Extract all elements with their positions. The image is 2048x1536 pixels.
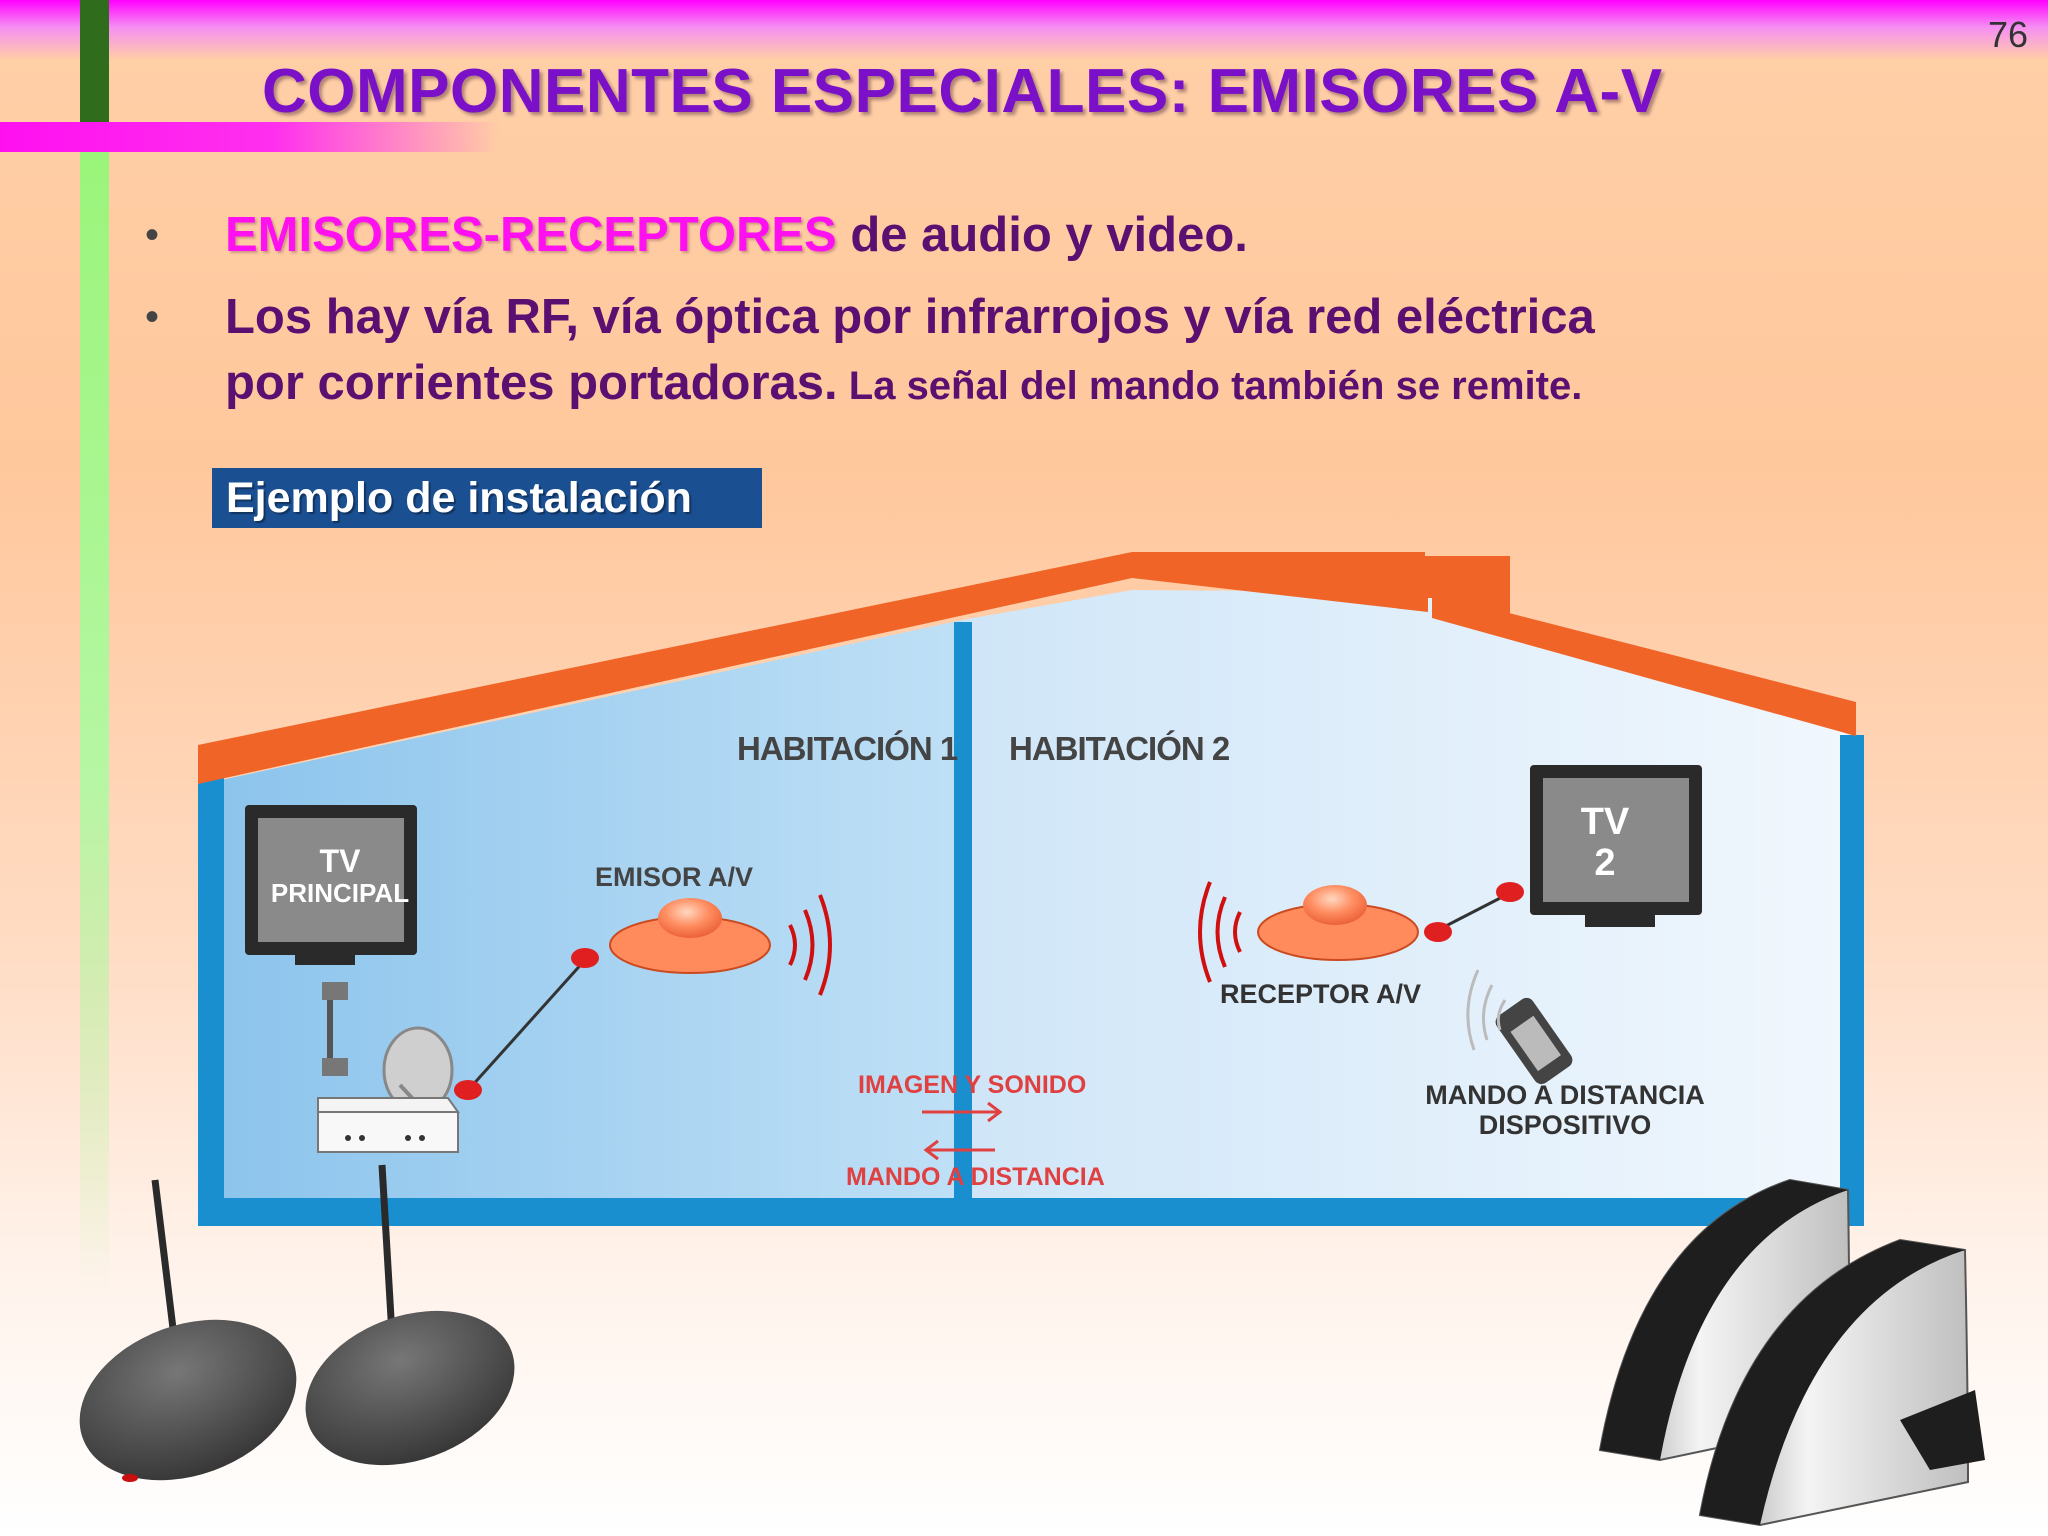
remote-arrow (923, 1139, 995, 1161)
remote-label: MANDO A DISTANCIA (846, 1163, 1105, 1191)
slide-title: COMPONENTES ESPECIALES: EMISORES A-V (262, 57, 1663, 126)
box-led (405, 1135, 411, 1141)
antenna (378, 1164, 396, 1336)
tv-main: TV PRINCIPAL (245, 805, 417, 965)
remote-device-label-1: MANDO A DISTANCIA (1425, 1080, 1704, 1110)
device-top (1600, 1180, 1848, 1460)
bullet-dot: • (145, 295, 160, 339)
emitter-plug (454, 1080, 482, 1100)
box-led (419, 1135, 425, 1141)
example-label: Ejemplo de instalación (212, 468, 762, 528)
emitter-signal-waves (788, 894, 832, 996)
bullet-2-line-2: por corrientes portadoras. La señal del … (225, 350, 1595, 419)
antenna-base (305, 1310, 515, 1466)
bullet-1: • EMISORES-RECEPTORES de audio y video. (145, 202, 1248, 268)
emitter-device (609, 898, 771, 974)
green-accent-bar (80, 0, 109, 122)
remote-device-label-2: DISPOSITIVO (1479, 1110, 1652, 1140)
green-fade-bar (80, 152, 109, 1292)
tv-2: TV 2 (1530, 765, 1702, 927)
tv-2-label-2: 2 (1594, 842, 1615, 884)
box-front (317, 1111, 459, 1153)
emitter-dome (658, 898, 722, 938)
right-wall (1840, 735, 1864, 1225)
divider-wall (954, 622, 972, 1222)
bullet-1-highlight: EMISORES-RECEPTORES (225, 208, 837, 262)
device-stand (1900, 1390, 1985, 1470)
cable-plug-top (322, 982, 348, 1000)
box-top (317, 1097, 460, 1113)
wave (803, 909, 815, 981)
emitter-cable (468, 958, 587, 1090)
room-2-interior (962, 590, 1850, 1210)
receiver-cable (1437, 891, 1511, 932)
wave (1466, 969, 1480, 1051)
remote-keypad (1510, 1015, 1561, 1072)
floor (198, 1198, 1864, 1226)
tv-main-label-2: PRINCIPAL (271, 878, 409, 908)
tv-2-stand (1585, 915, 1655, 927)
signal-arrow (922, 1101, 1003, 1123)
device-top (1700, 1240, 1965, 1525)
top-gradient-band (0, 0, 2048, 60)
receiver-dome (1303, 885, 1367, 925)
tv-main-stand (295, 955, 355, 965)
bullet-2-line-2-small: La señal del mando también se remite. (837, 364, 1583, 408)
remote-signal-waves (1466, 969, 1507, 1051)
rf-antenna-units (79, 1164, 515, 1482)
signal-label: IMAGEN Y SONIDO (858, 1071, 1086, 1099)
tv-main-screen (258, 818, 404, 942)
bullet-dot: • (145, 213, 160, 257)
room-2-label: HABITACIÓN 2 (1009, 730, 1230, 767)
wave (1496, 999, 1507, 1031)
receiver-label: RECEPTOR A/V (1220, 979, 1421, 1009)
antenna-base (79, 1319, 297, 1481)
antenna (151, 1179, 179, 1346)
room-1-label: HABITACIÓN 1 (737, 730, 958, 767)
receiver-plug (1496, 882, 1524, 902)
remote-control (1495, 997, 1573, 1085)
emitter-plug (571, 948, 599, 968)
bullet-1-text: de audio y video. (836, 208, 1248, 262)
av-sender-units (1598, 1178, 1985, 1527)
wave (818, 894, 832, 996)
bullet-2-line-1: Los hay vía RF, vía óptica por infrarroj… (225, 290, 1595, 344)
bullet-2-line-2-text: por corrientes portadoras. (225, 356, 838, 410)
set-top-box (317, 1097, 460, 1153)
roof (198, 552, 1856, 784)
wave (788, 924, 797, 966)
page-number: 76 (1987, 14, 2028, 55)
wave (1215, 896, 1227, 968)
wave (1198, 881, 1212, 983)
tv-2-label-1: TV (1581, 801, 1630, 843)
tv-2-screen (1543, 778, 1689, 902)
wave (1481, 984, 1494, 1041)
box-led (359, 1135, 365, 1141)
antenna-led (122, 1474, 138, 1482)
box-led (345, 1135, 351, 1141)
chimney (1425, 556, 1510, 632)
magenta-accent-line (0, 122, 500, 152)
cable-plug-bottom (322, 1058, 348, 1076)
arrow-head (923, 1139, 939, 1161)
arrow-head (987, 1101, 1003, 1123)
receiver-signal-waves (1198, 881, 1242, 983)
wave (1233, 911, 1242, 953)
left-wall (198, 765, 224, 1225)
emitter-label: EMISOR A/V (595, 862, 753, 892)
receiver-plug (1424, 922, 1452, 942)
receiver-device (1257, 885, 1419, 961)
tv-main-label-1: TV (320, 843, 362, 879)
bullet-2: • Los hay vía RF, vía óptica por infrarr… (145, 284, 1595, 419)
